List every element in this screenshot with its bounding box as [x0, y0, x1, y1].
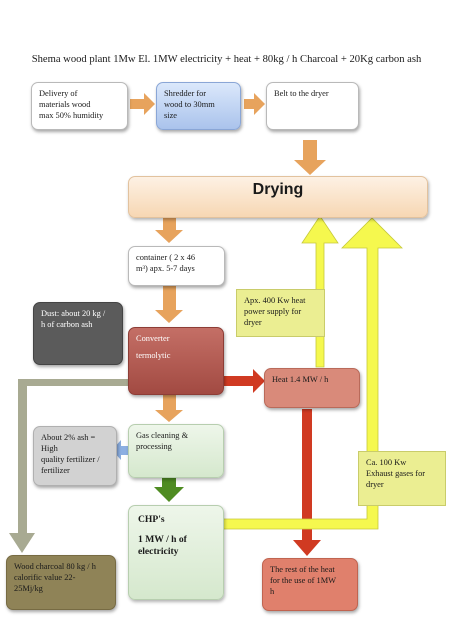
arrow-delivery-to-shredder — [130, 93, 155, 115]
chp-label: CHP's — [138, 514, 165, 525]
heat-supply-note: Apx. 400 Kw heat power supply for dryer — [236, 289, 325, 337]
shredder-text: Shredder for wood to 30mm size — [164, 89, 215, 120]
delivery-text: Delivery of materials wood max 50% humid… — [39, 89, 104, 120]
charcoal-box: Wood charcoal 80 kg / h calorific value … — [6, 555, 116, 610]
exhaust-note-text: Ca. 100 Kw Exhaust gases for dryer — [366, 458, 426, 489]
converter-sublabel: termolytic — [136, 351, 171, 360]
heat-text: Heat 1.4 MW / h — [272, 375, 329, 384]
charcoal-text: Wood charcoal 80 kg / h calorific value … — [14, 562, 96, 593]
belt-box: Belt to the dryer — [266, 82, 359, 130]
exhaust-note: Ca. 100 Kw Exhaust gases for dryer — [358, 451, 446, 506]
container-text: container ( 2 x 46 m³) apx. 5-7 days — [136, 253, 196, 273]
arrow-converter-to-charcoal — [9, 379, 131, 553]
gas-cleaning-box: Gas cleaning & processing — [128, 424, 224, 478]
converter-box: Converter termolytic — [128, 327, 224, 395]
gas-cleaning-text: Gas cleaning & processing — [136, 431, 189, 451]
arrow-belt-to-drying — [294, 140, 326, 175]
rest-heat-box: The rest of the heat for the use of 1MW … — [262, 558, 358, 611]
arrow-gas-to-chp — [154, 478, 184, 502]
chp-output-text: 1 MW / h of electricity — [138, 534, 187, 557]
arrow-converter-to-gas — [155, 395, 183, 422]
container-box: container ( 2 x 46 m³) apx. 5-7 days — [128, 246, 225, 286]
converter-label: Converter — [136, 334, 170, 343]
diagram-title: Shema wood plant 1Mw El. 1MW electricity… — [31, 54, 422, 65]
arrow-container-to-converter — [155, 286, 183, 323]
dust-box: Dust: about 20 kg / h of carbon ash — [33, 302, 123, 365]
belt-text: Belt to the dryer — [274, 89, 329, 98]
heat-supply-note-text: Apx. 400 Kw heat power supply for dryer — [244, 296, 306, 327]
drying-title: Drying — [252, 181, 304, 198]
ash-box: About 2% ash = High quality fertilizer /… — [33, 426, 117, 486]
delivery-box: Delivery of materials wood max 50% humid… — [31, 82, 128, 130]
drying-box: Drying — [128, 176, 428, 218]
shredder-box: Shredder for wood to 30mm size — [156, 82, 241, 130]
arrow-shredder-to-belt — [244, 93, 265, 115]
ash-text: About 2% ash = High quality fertilizer /… — [41, 433, 100, 475]
chp-box: CHP's 1 MW / h of electricity — [128, 505, 224, 600]
arrow-chp-exhaust-to-drying — [194, 217, 403, 530]
rest-heat-text: The rest of the heat for the use of 1MW … — [270, 565, 337, 596]
dust-text: Dust: about 20 kg / h of carbon ash — [41, 309, 106, 329]
arrow-converter-to-heat — [224, 369, 265, 393]
arrow-heat-to-rest — [293, 409, 321, 556]
heat-box: Heat 1.4 MW / h — [264, 368, 360, 408]
arrow-drying-to-container — [155, 218, 183, 243]
